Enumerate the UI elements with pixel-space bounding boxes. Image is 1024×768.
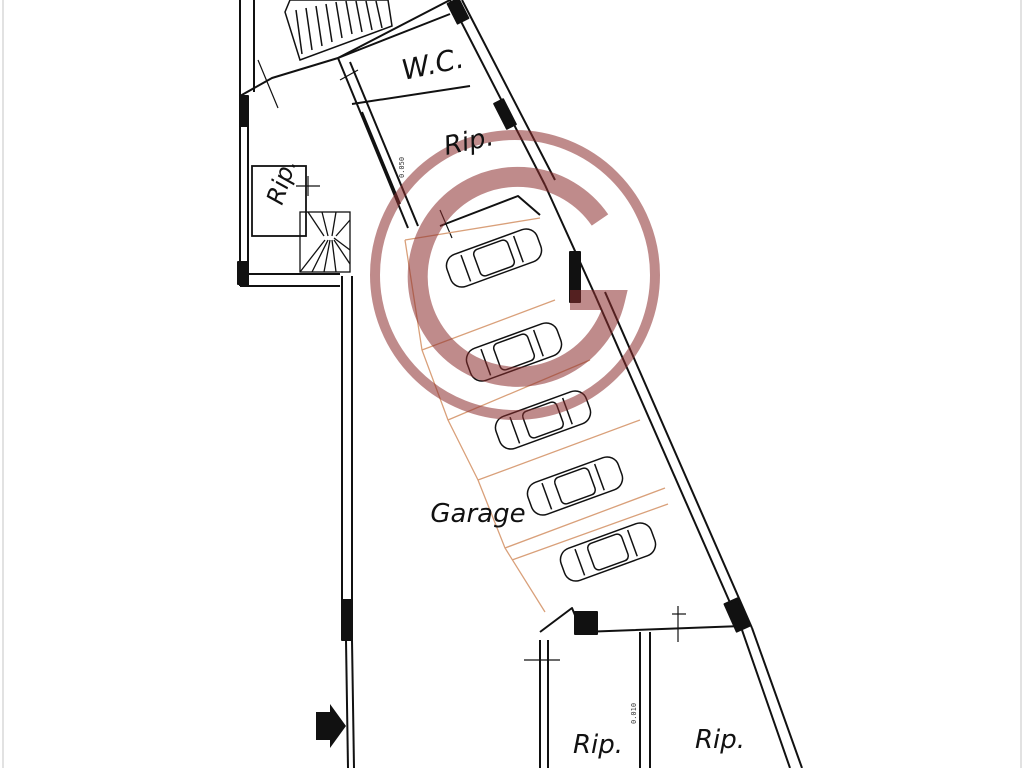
entrance-arrow-icon bbox=[316, 704, 346, 748]
spiral-staircase-icon bbox=[299, 211, 351, 273]
car-icon bbox=[526, 456, 624, 516]
room-label-rip-small: Rip. bbox=[261, 155, 302, 208]
room-label-rip-top: Rip. bbox=[441, 122, 496, 162]
room-label-rip-bottom-left: Rip. bbox=[573, 730, 623, 760]
dimension-mark: 0.010 bbox=[630, 703, 638, 724]
room-label-garage: Garage bbox=[430, 499, 525, 529]
staircase-icon bbox=[284, 0, 393, 61]
car-icon bbox=[559, 522, 657, 582]
walls bbox=[237, 0, 803, 768]
room-label-wc: W.C. bbox=[399, 42, 467, 87]
small-storage-room bbox=[251, 165, 307, 237]
watermark-logo bbox=[370, 130, 660, 420]
car-icon bbox=[445, 228, 543, 288]
dimension-mark: 0.050 bbox=[398, 157, 406, 178]
room-label-rip-bottom-right: Rip. bbox=[695, 725, 745, 755]
